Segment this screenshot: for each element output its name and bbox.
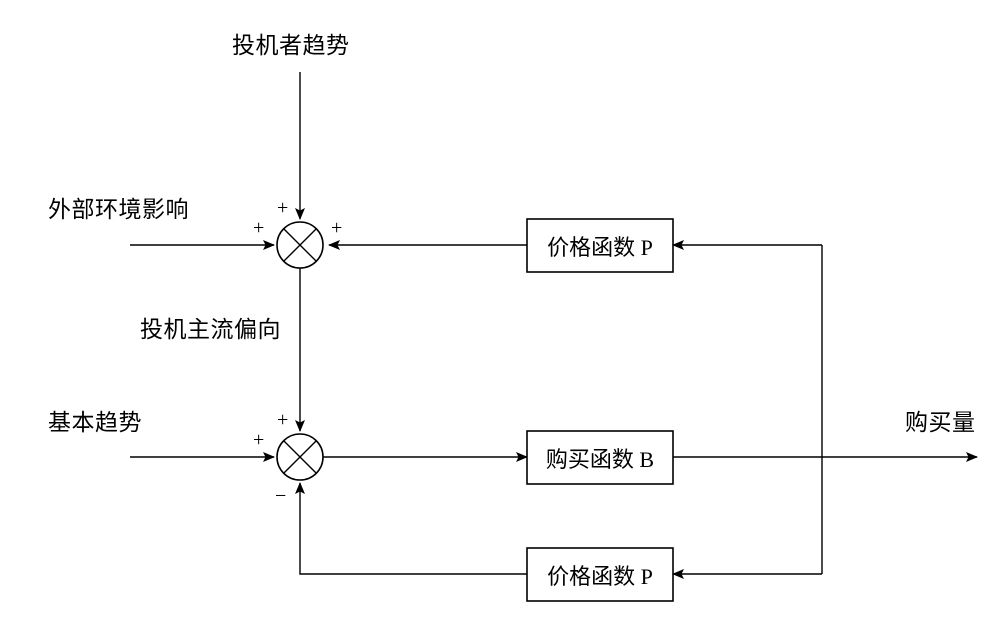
block-label-price-function-lower: 价格函数 P bbox=[547, 563, 653, 589]
input-label-fundamental-trend: 基本趋势 bbox=[48, 410, 142, 435]
block-price-function-lower bbox=[526, 547, 674, 602]
block-label-price-function-upper: 价格函数 P bbox=[547, 234, 653, 260]
summing-junction-upper-cross-b bbox=[283, 228, 317, 262]
output-label-purchase-volume: 购买量 bbox=[905, 410, 976, 435]
sign-lower-junction-left: + bbox=[253, 429, 265, 451]
sign-upper-junction-top: + bbox=[277, 197, 289, 219]
block-label-buy-function: 购买函数 B bbox=[545, 446, 655, 472]
sign-upper-junction-right: + bbox=[331, 217, 343, 239]
block-price-function-upper bbox=[526, 218, 674, 273]
summing-junction-lower-cross-b bbox=[283, 440, 317, 474]
block-buy-function bbox=[526, 430, 674, 485]
input-label-speculator-trend: 投机者趋势 bbox=[232, 33, 350, 58]
sign-lower-junction-top: + bbox=[277, 409, 289, 431]
sign-upper-junction-left: + bbox=[253, 217, 265, 239]
label-speculative-mainstream-bias: 投机主流偏向 bbox=[140, 317, 281, 342]
wire-price-function-lower-to-lower-junction bbox=[295, 482, 527, 575]
input-label-external-environment: 外部环境影响 bbox=[48, 197, 189, 222]
sign-lower-junction-bottom: − bbox=[275, 485, 287, 507]
